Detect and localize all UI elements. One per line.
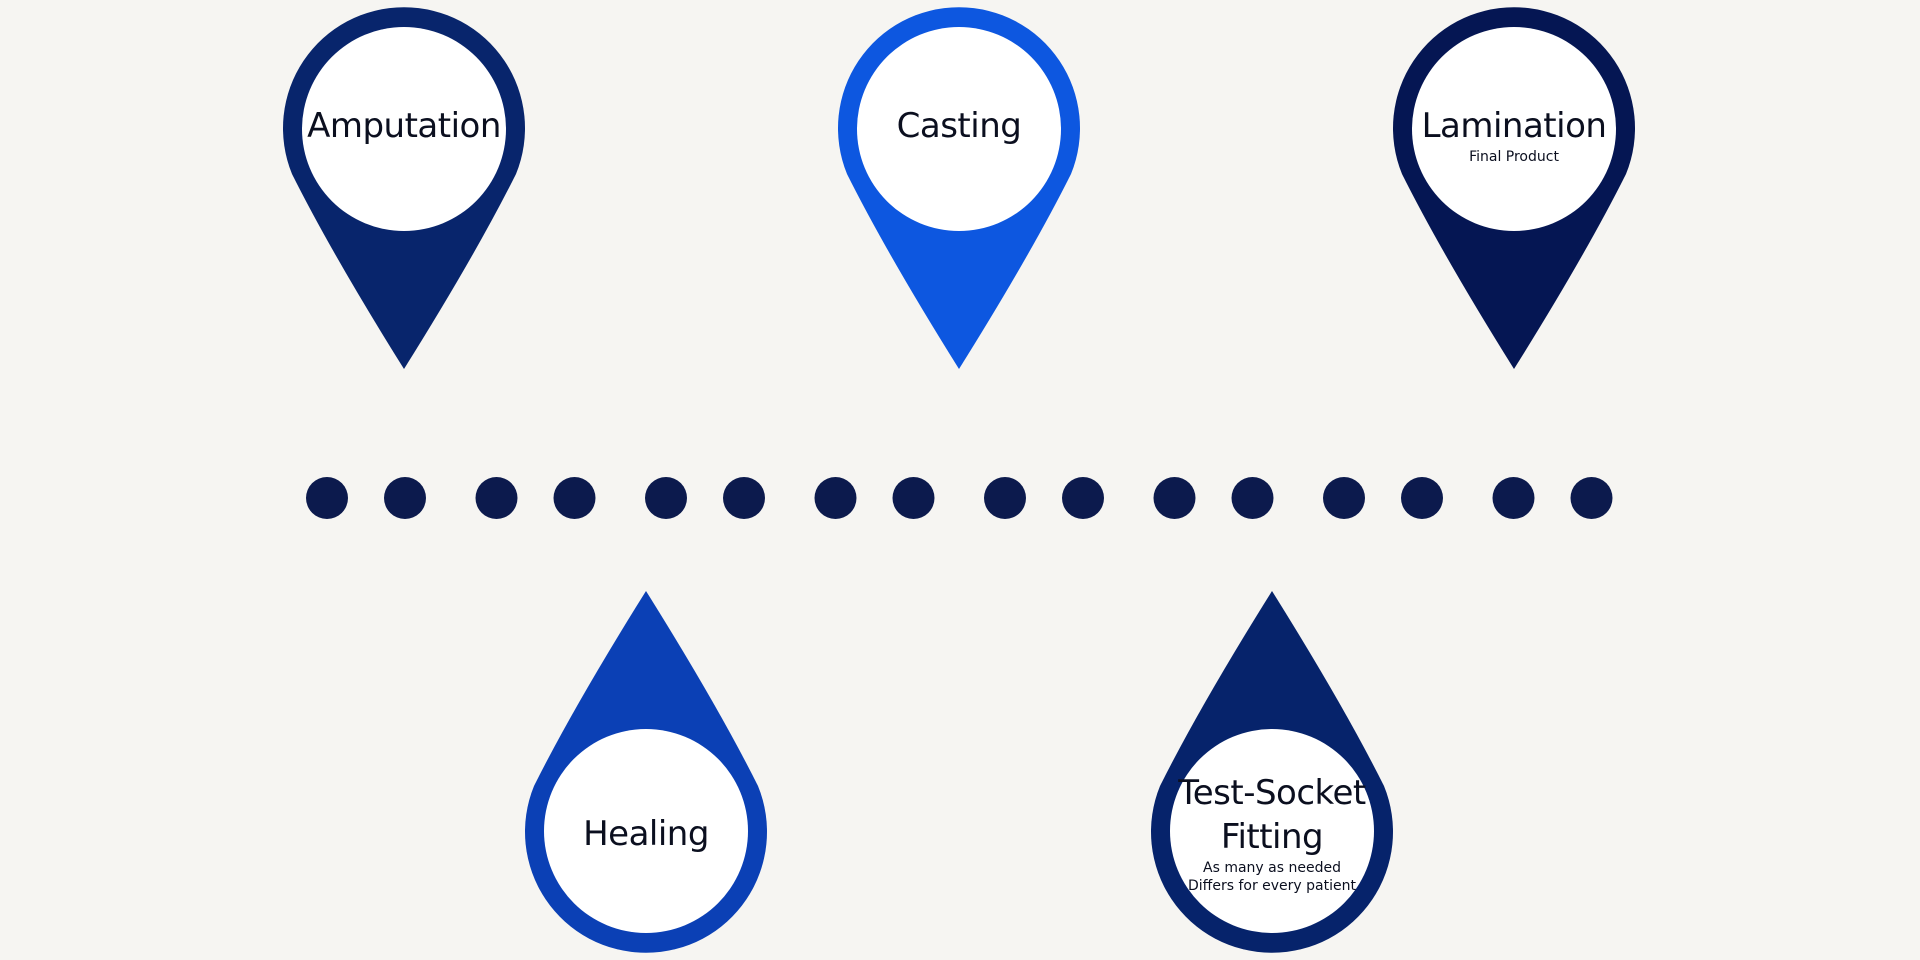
pin-amputation-circle [302, 27, 506, 231]
pin-text-healing: Healing [546, 812, 746, 856]
timeline-dot [306, 477, 348, 519]
timeline-dot [384, 477, 426, 519]
pin-test-socket-fitting-circle [1170, 729, 1374, 933]
pin-lamination-circle [1412, 27, 1616, 231]
pin-label-test-socket-fitting: Test-Socket Fitting [1178, 773, 1366, 857]
pin-casting-circle [857, 27, 1061, 231]
timeline-dot [892, 477, 935, 519]
timeline-dot [1062, 477, 1104, 519]
timeline-dot [1492, 477, 1535, 519]
timeline-dot [475, 477, 518, 519]
pin-text-test-socket-fitting: Test-Socket Fitting As many as needed Di… [1172, 771, 1372, 895]
timeline-dot [1401, 477, 1443, 519]
timeline-dot [984, 477, 1026, 519]
pin-healing-circle [544, 729, 748, 933]
timeline-dot [1323, 477, 1365, 519]
timeline-dot [1231, 477, 1274, 519]
timeline-dot [1570, 477, 1613, 519]
timeline-dot [1153, 477, 1196, 519]
timeline-dot [553, 477, 596, 519]
pin-text-casting: Casting [859, 104, 1059, 148]
timeline-dot [723, 477, 765, 519]
pin-label-lamination: Lamination [1421, 106, 1607, 146]
pin-label-casting: Casting [896, 106, 1022, 146]
pin-sub-lamination: Final Product [1469, 149, 1559, 165]
timeline-dot [645, 477, 687, 519]
pin-text-amputation: Amputation [304, 104, 504, 148]
timeline-dot [814, 477, 857, 519]
pin-label-healing: Healing [583, 814, 709, 854]
pin-text-lamination: Lamination Final Product [1414, 104, 1614, 166]
pin-sub-test-socket-fitting: As many as needed Differs for every pati… [1188, 860, 1356, 894]
pin-label-amputation: Amputation [307, 106, 501, 146]
